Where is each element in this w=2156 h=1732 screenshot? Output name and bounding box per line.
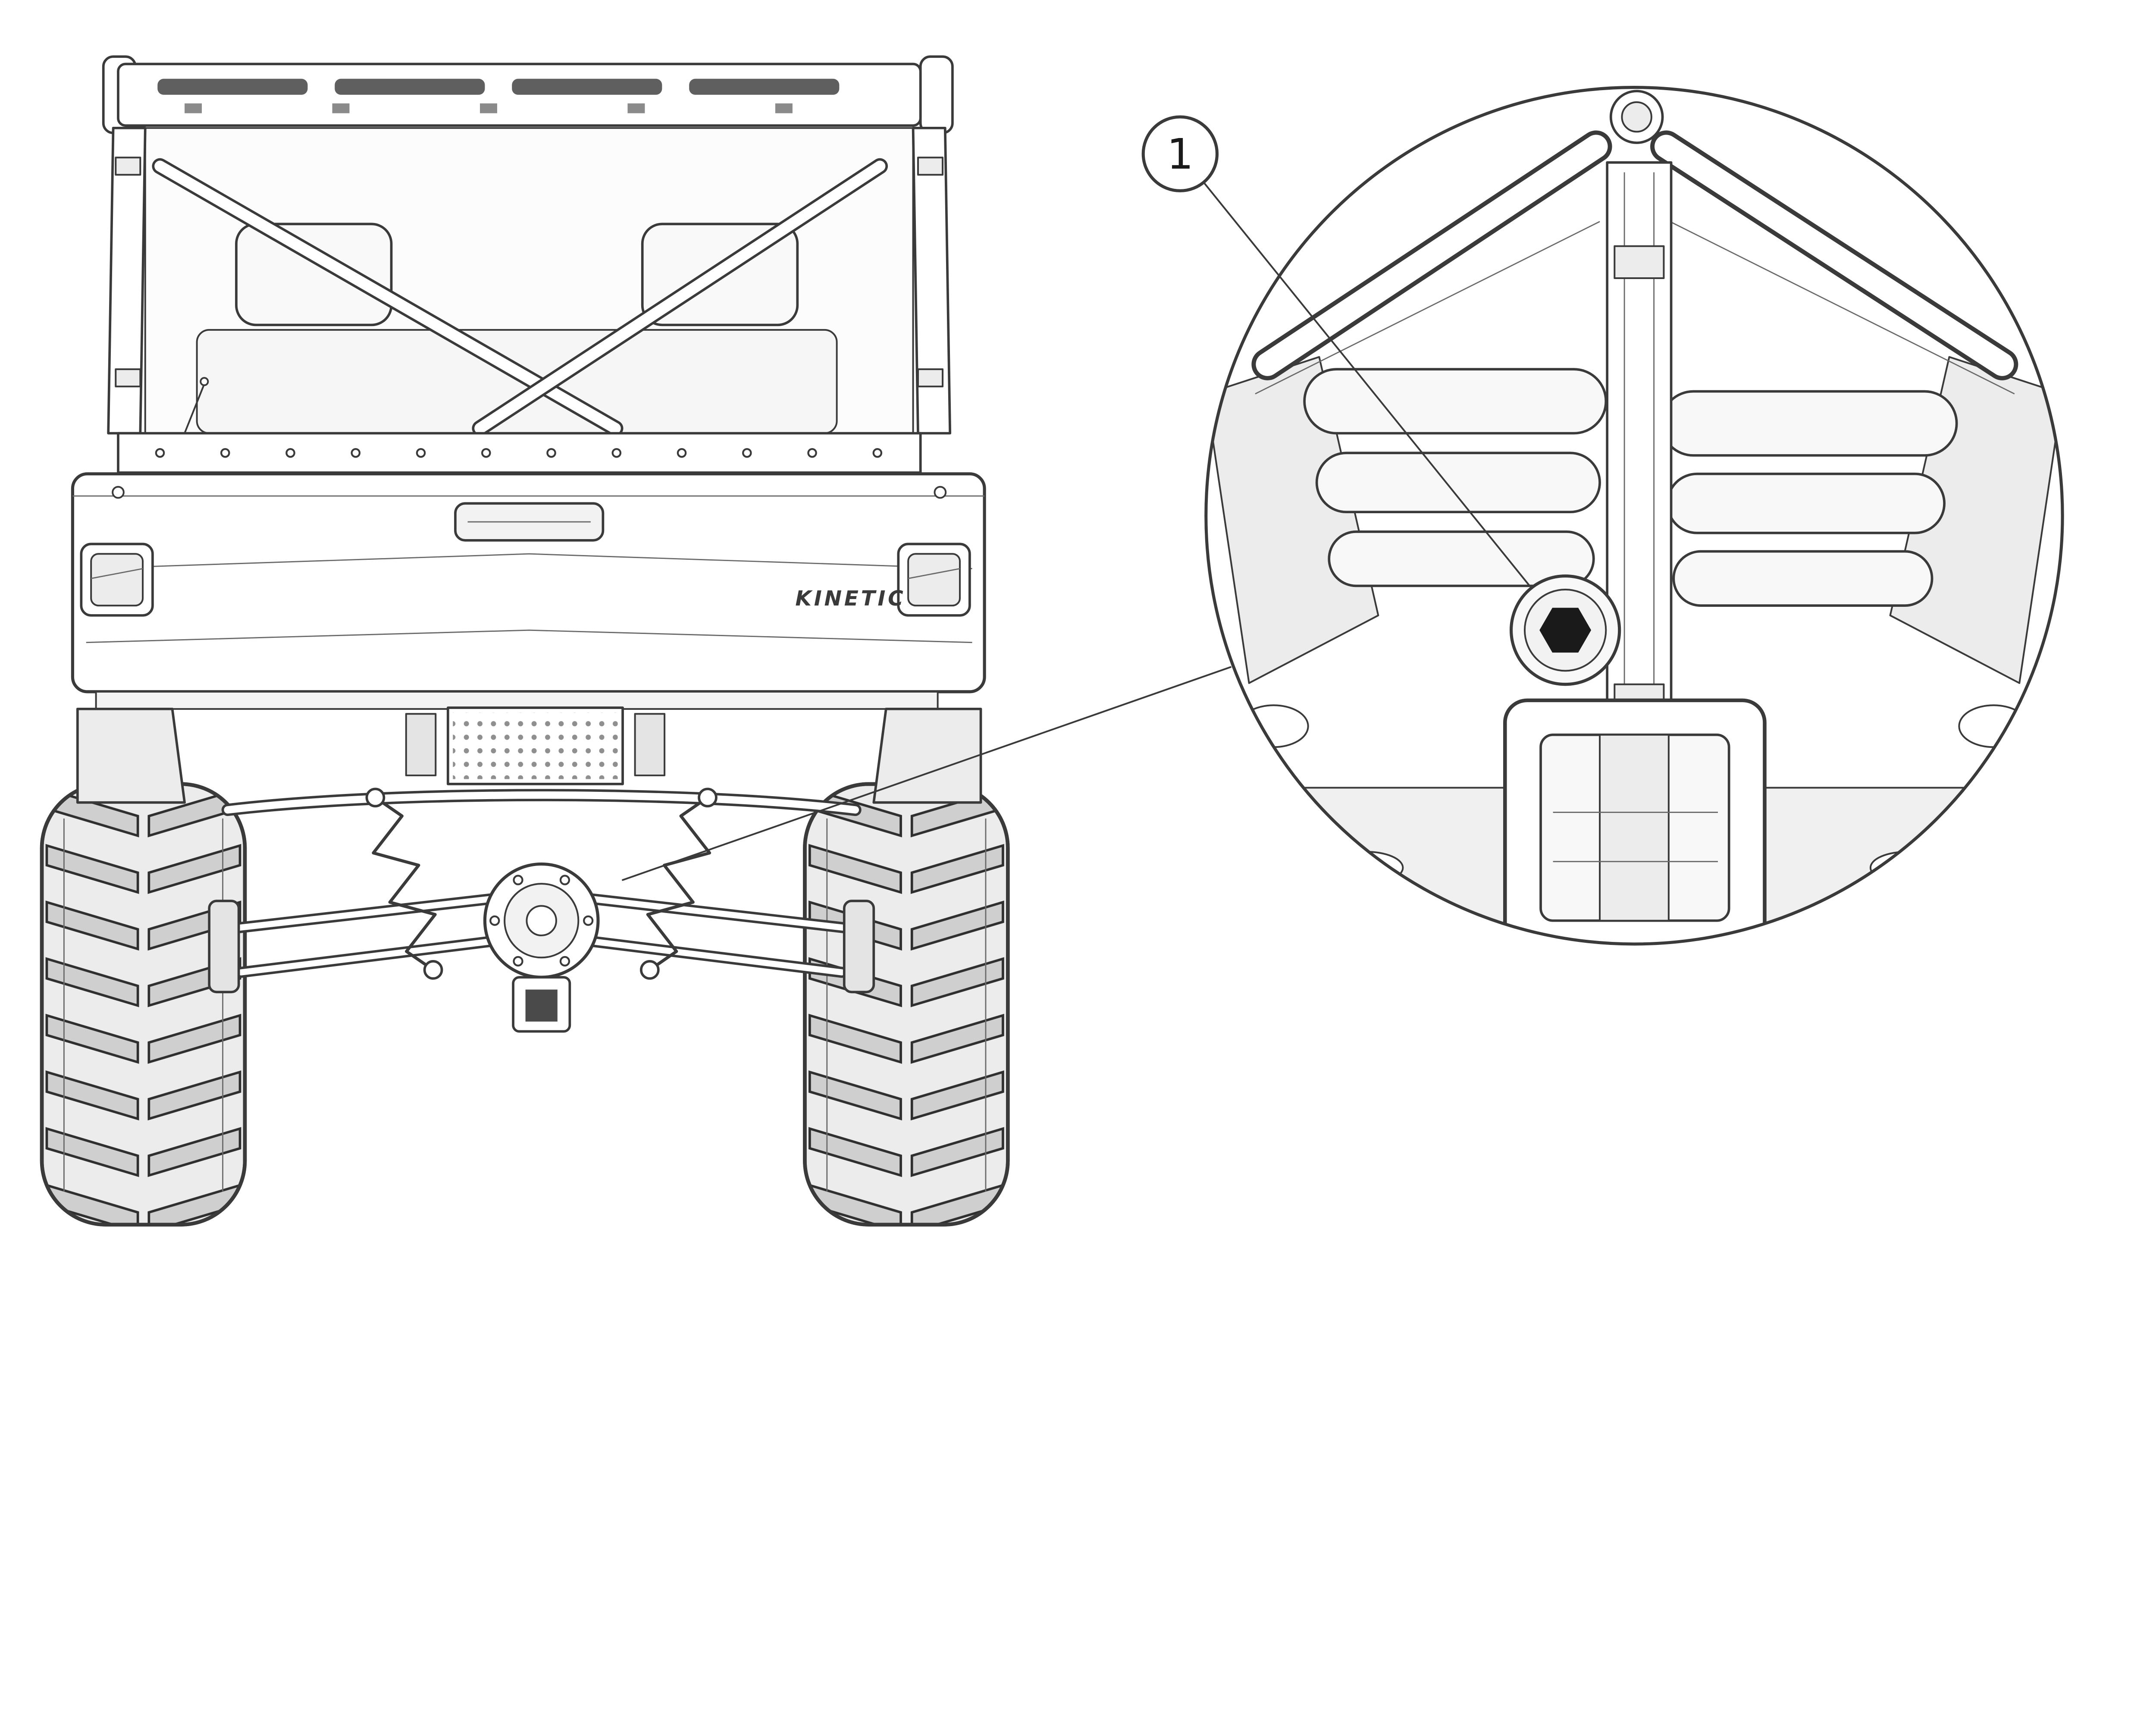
- kinetic-badge: KINETIC: [795, 587, 906, 611]
- taillight-left: [80, 543, 154, 617]
- roof-rack: [102, 55, 954, 135]
- vehicle-rear-view: KINETIC: [40, 55, 1010, 1227]
- roll-cage: [107, 126, 952, 436]
- mudflap-right: [872, 707, 982, 804]
- mudflap-left: [76, 707, 186, 804]
- diagram-canvas: KINETIC: [40, 55, 2064, 1227]
- lower-frame: [76, 690, 982, 804]
- hub-left: [208, 900, 240, 994]
- rear-gearcase: [483, 862, 600, 979]
- tie-down-ring: [1609, 90, 1664, 144]
- drain-plug: [1509, 574, 1621, 686]
- diagram-svg: KINETIC: [40, 55, 2064, 1227]
- hitch-receiver-detail: [1503, 698, 1767, 944]
- callout-leader-line: [1203, 181, 1531, 587]
- right-tire: [803, 782, 1010, 1227]
- shock-right: [640, 788, 718, 980]
- callout-1: 1: [1141, 115, 1219, 192]
- taillight-right: [897, 543, 971, 617]
- cooler-grille: [446, 706, 624, 785]
- detail-circle: [1204, 86, 2064, 946]
- detail-circle-outline: [1204, 86, 2064, 946]
- tailgate: KINETIC: [71, 472, 986, 693]
- shock-left: [365, 788, 443, 980]
- rear-suspension: [208, 788, 875, 1033]
- exhaust-slats: [1303, 368, 1958, 607]
- left-tire: [40, 782, 247, 1227]
- callout-1-number: 1: [1167, 130, 1194, 179]
- hitch-receiver-vehicle: [512, 976, 571, 1033]
- hub-right: [843, 900, 875, 994]
- magnifier-leader-line: [622, 666, 1232, 881]
